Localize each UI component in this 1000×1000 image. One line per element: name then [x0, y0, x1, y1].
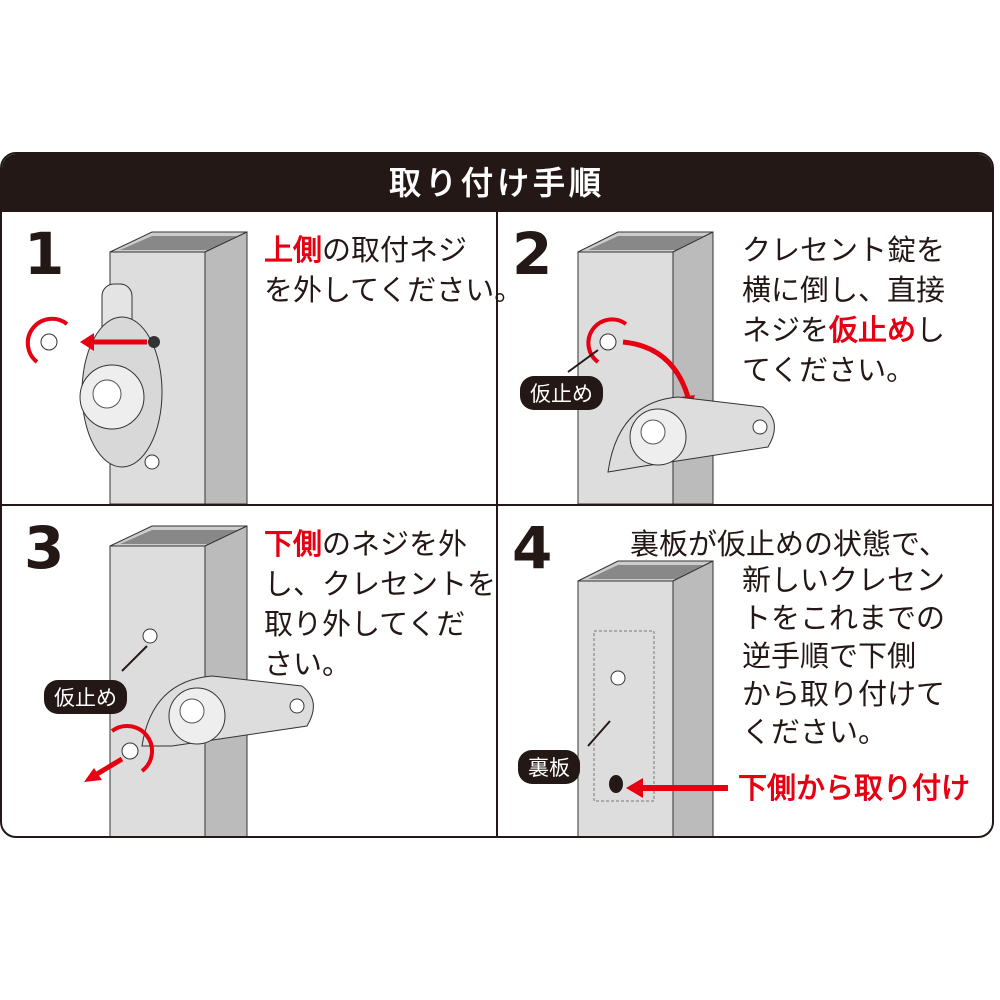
installation-steps-diagram: 取り付け手順 1 上側の取付ネジを外してください。 2: [0, 152, 994, 838]
instruction-line: トをこれまでの: [742, 599, 945, 637]
instruction-text: 取り外してくだ: [264, 607, 466, 641]
install-from-bottom-callout: 下側から取り付け: [738, 771, 971, 805]
temporary-fix-label: 仮止め: [520, 376, 603, 410]
instruction-text: のネジを外: [322, 527, 468, 561]
instruction-line: を外してください。: [264, 270, 523, 310]
instruction-line: し、クレセントを: [264, 564, 496, 604]
back-plate-label: 裏板: [518, 750, 580, 784]
instruction-text: を外してください。: [264, 273, 524, 307]
step-1-illustration: [25, 231, 248, 504]
instruction-line: 横に倒し、直接: [742, 270, 945, 310]
step-number: 2: [512, 220, 553, 288]
instruction-text: トをこれまでの: [742, 601, 946, 635]
instruction-text: クレセント錠を: [742, 233, 946, 267]
instruction-line: 新しいクレセン: [742, 561, 945, 599]
instruction-line: 下側のネジを外: [264, 524, 496, 564]
instruction-line: から取り付けて: [742, 675, 945, 713]
instruction-text: ネジを: [742, 313, 830, 347]
step-1-instructions: 上側の取付ネジを外してください。: [264, 230, 523, 310]
step-2-panel: 2 仮止め クレセント錠を横に倒し、直接ネジを仮止めしてください。: [498, 212, 992, 504]
step-4-lead-text: 裏板が仮止めの状態で、: [630, 527, 948, 561]
highlighted-text: 仮止め: [829, 313, 917, 347]
step-number: 4: [512, 514, 553, 582]
temporary-fix-label: 仮止め: [44, 680, 127, 714]
instruction-text: から取り付けて: [742, 677, 946, 711]
step-4-panel: 4 裏板 裏板が仮止めの状態で、 新しいクレセントをこれまでの逆手順で下側から取…: [498, 506, 992, 836]
vertical-divider: [496, 212, 498, 836]
instruction-text: 新しいクレセン: [742, 563, 946, 597]
instruction-text: 逆手順で下側: [742, 639, 917, 673]
step-number: 1: [24, 220, 65, 288]
instruction-line: さい。: [264, 644, 496, 684]
instruction-text: さい。: [264, 647, 352, 681]
step-1-panel: 1 上側の取付ネジを外してください。: [2, 212, 523, 504]
instruction-line: ネジを仮止めし: [742, 310, 945, 350]
instruction-line: 逆手順で下側: [742, 637, 945, 675]
instruction-text: の取付ネジ: [322, 233, 468, 267]
step-3-panel: 3 仮止め 下側のネジを外し、クレセントを取り外してください。: [2, 506, 496, 836]
instruction-text: てください。: [742, 353, 916, 387]
instruction-text: し、クレセントを: [264, 567, 497, 601]
step-4-instructions: 新しいクレセントをこれまでの逆手順で下側から取り付けてください。: [742, 561, 945, 751]
step-2-instructions: クレセント錠を横に倒し、直接ネジを仮止めしてください。: [742, 230, 945, 390]
instruction-text: し: [916, 313, 946, 347]
step-3-instructions: 下側のネジを外し、クレセントを取り外してください。: [264, 524, 496, 684]
step-number: 3: [24, 514, 65, 582]
instruction-text: 横に倒し、直接: [742, 273, 946, 307]
step-4-illustration: [577, 560, 728, 836]
step-2-illustration: [567, 231, 775, 504]
instruction-text: ください。: [742, 715, 888, 749]
diagram-title: 取り付け手順: [2, 154, 992, 212]
instruction-line: ください。: [742, 713, 945, 751]
instruction-line: 上側の取付ネジ: [264, 230, 523, 270]
instruction-line: クレセント錠を: [742, 230, 945, 270]
highlighted-text: 下側: [264, 527, 323, 561]
instruction-line: 取り外してくだ: [264, 604, 496, 644]
horizontal-divider: [2, 504, 992, 506]
highlighted-text: 上側: [264, 233, 323, 267]
instruction-line: てください。: [742, 350, 945, 390]
